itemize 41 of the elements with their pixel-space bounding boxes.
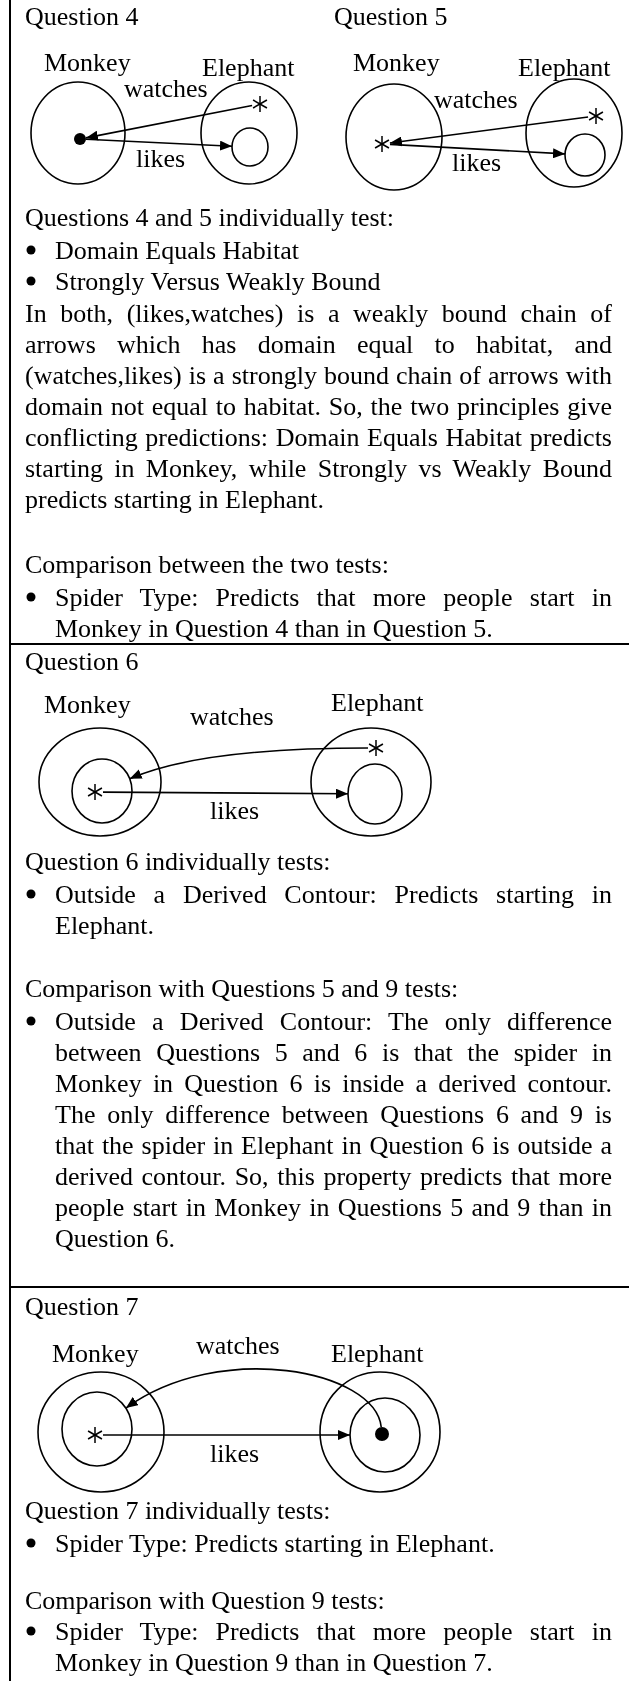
arrow (125, 1368, 382, 1428)
arrow (102, 1430, 351, 1440)
edge-label: watches (190, 701, 274, 732)
section-heading: Questions 4 and 5 individually test: (25, 201, 395, 233)
bullet-text: Domain Equals Habitat (55, 234, 301, 266)
arrow (389, 116, 589, 147)
set-label: Monkey (44, 689, 131, 720)
section-heading: Question 7 (25, 1290, 139, 1322)
section-heading: Question 6 (25, 645, 139, 677)
arrow (85, 138, 233, 151)
arrow (102, 788, 349, 799)
edge-label: likes (452, 147, 502, 178)
bullet-text: Spider Type: Predicts that more people start in Monkey in Question 4 than in Question 5. (55, 581, 612, 644)
set-label: Monkey (44, 47, 131, 78)
edge-label: likes (210, 795, 260, 826)
set-label: Elephant (331, 1338, 424, 1369)
bullet-text: Spider Type: Predicts starting in Elephant. (55, 1527, 496, 1559)
set-label: Monkey (353, 47, 440, 78)
edge-label: likes (136, 143, 186, 174)
arrow (389, 143, 566, 159)
set-label: Monkey (52, 1338, 139, 1369)
section-heading: Comparison with Question 9 tests: (25, 1584, 385, 1616)
section-heading: Comparison between the two tests: (25, 548, 389, 580)
bullet-text: Strongly Versus Weakly Bound (55, 265, 382, 297)
bullet-text: Outside a Derived Contour: The only difference between Questions 5 and 6 is that the spider in Monkey in Question 6 is inside a derived contour. The only difference between Questions 6 and 9 is that the spider in Elephant in Question 6 is outside a derived contour. So, this property predicts that more people start in Monkey in Questions 5 and 9 than in Question 6. (55, 1005, 612, 1254)
body-paragraph: In both, (likes,watches) is a weakly bound chain of arrows which has domain equal to habitat, and (watches,likes) is a strongly bound chain of arrows with domain not equal to habitat. So, the two principles give conflicting predictions: Domain Equals Habitat predicts starting in Monkey, while Strongly vs Weakly Bound predicts starting in Elephant. (25, 297, 612, 515)
set-label: Elephant (202, 52, 295, 82)
edge-label: likes (210, 1438, 260, 1469)
bullet-text: Outside a Derived Contour: Predicts starting in Elephant. (55, 878, 612, 941)
arrow (128, 747, 369, 780)
set-label: Elephant (331, 687, 424, 718)
section-heading: Comparison with Questions 5 and 9 tests: (25, 972, 459, 1004)
edge-label: watches (196, 1330, 280, 1361)
edge-label: watches (434, 84, 518, 115)
section-heading: Question 7 individually tests: (25, 1494, 331, 1526)
bullet-text: Spider Type: Predicts that more people start in Monkey in Question 9 than in Question 7. (55, 1615, 612, 1678)
section-heading: Question 4 (25, 0, 139, 32)
section-heading: Question 6 individually tests: (25, 845, 331, 877)
section-heading: Question 5 (334, 0, 448, 32)
set-label: Elephant (518, 52, 611, 83)
arrow (85, 104, 253, 141)
